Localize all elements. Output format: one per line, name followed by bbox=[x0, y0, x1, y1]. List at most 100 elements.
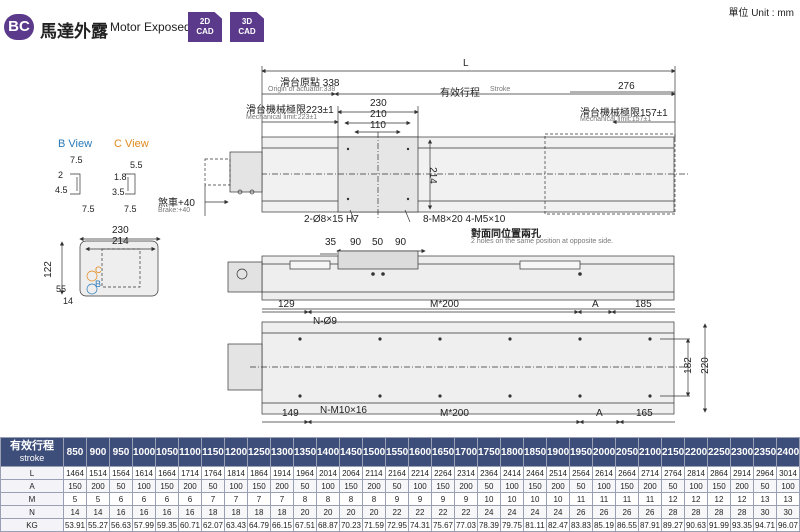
stroke-corner-en: stroke bbox=[19, 453, 45, 463]
cad-2d-download-button[interactable]: 2D CAD bbox=[188, 12, 222, 42]
end-view-dim-14: 14 bbox=[63, 296, 74, 306]
actuator-body-bottom bbox=[261, 321, 675, 415]
stroke-header-cell: 2300 bbox=[730, 437, 754, 467]
table-cell: 20 bbox=[339, 505, 363, 519]
table-cell: 14 bbox=[63, 505, 87, 519]
table-cell: 150 bbox=[707, 479, 731, 493]
table-cell: 2364 bbox=[477, 466, 501, 480]
stroke-header-cell: 1300 bbox=[270, 437, 294, 467]
stroke-corner-zh: 有效行程 bbox=[10, 440, 54, 452]
motor-top bbox=[229, 151, 263, 193]
stroke-header-cell: 2250 bbox=[707, 437, 731, 467]
table-cell: 11 bbox=[569, 492, 593, 506]
dim-label-m200-top: M*200 bbox=[430, 299, 459, 310]
dim-label-m200-bottom: M*200 bbox=[440, 408, 469, 419]
stroke-header-cell: 1000 bbox=[132, 437, 156, 467]
actuator-body-side bbox=[261, 255, 675, 301]
table-cell: 200 bbox=[730, 479, 754, 493]
table-cell: 150 bbox=[339, 479, 363, 493]
table-cell: 2314 bbox=[454, 466, 478, 480]
table-cell: 200 bbox=[270, 479, 294, 493]
stroke-header-cell: 1250 bbox=[247, 437, 271, 467]
stroke-header-cell: 2000 bbox=[592, 437, 616, 467]
table-cell: 28 bbox=[684, 505, 708, 519]
table-cell: 1864 bbox=[247, 466, 271, 480]
table-cell: 200 bbox=[178, 479, 202, 493]
table-cell: 22 bbox=[431, 505, 455, 519]
stroke-header-cell: 1950 bbox=[569, 437, 593, 467]
dim-label-220: 220 bbox=[699, 357, 711, 374]
n-phi9-note: N-Ø9 bbox=[313, 316, 337, 327]
table-cell: 9 bbox=[454, 492, 478, 506]
cad-3d-download-button[interactable]: 3D CAD bbox=[230, 12, 264, 42]
cad-3d-label-top: 3D bbox=[241, 17, 253, 26]
table-cell: 12 bbox=[661, 492, 685, 506]
c-view-dim-5-5: 5.5 bbox=[130, 160, 143, 170]
table-cell: 12 bbox=[730, 492, 754, 506]
stroke-header-cell: 1500 bbox=[362, 437, 386, 467]
table-cell: 50 bbox=[293, 479, 317, 493]
dim-label-90b: 90 bbox=[395, 237, 407, 248]
table-cell: 100 bbox=[776, 479, 800, 493]
table-cell: 24 bbox=[477, 505, 501, 519]
stroke-header-cell: 2150 bbox=[661, 437, 685, 467]
drawing-svg bbox=[59, 66, 708, 425]
stroke-header-cell: 1100 bbox=[178, 437, 202, 467]
dim-label-149: 149 bbox=[282, 408, 299, 419]
table-cell: 50 bbox=[109, 479, 133, 493]
dim-label-129: 129 bbox=[278, 299, 295, 310]
n-m10-note: N-M10×16 bbox=[320, 405, 367, 416]
table-cell: 5 bbox=[63, 492, 87, 506]
stroke-header-cell: 2200 bbox=[684, 437, 708, 467]
table-cell: 150 bbox=[247, 479, 271, 493]
table-cell: 50 bbox=[477, 479, 501, 493]
opposite-holes-zh: 對面同位置兩孔 bbox=[471, 229, 541, 240]
table-cell: 10 bbox=[523, 492, 547, 506]
table-cell: 50 bbox=[569, 479, 593, 493]
b-view-dim-4-5: 4.5 bbox=[55, 185, 68, 195]
table-cell: 28 bbox=[707, 505, 731, 519]
stroke-header-cell: 1750 bbox=[477, 437, 501, 467]
table-cell: 150 bbox=[615, 479, 639, 493]
table-cell: 20 bbox=[293, 505, 317, 519]
table-cell: 1914 bbox=[270, 466, 294, 480]
table-cell: 7 bbox=[270, 492, 294, 506]
table-cell: 7 bbox=[201, 492, 225, 506]
table-cell: 18 bbox=[270, 505, 294, 519]
c-view-dim-7-5: 7.5 bbox=[124, 204, 137, 214]
opposite-holes-en: 2 holes on the same position at opposite… bbox=[471, 238, 614, 245]
dim-label-a-top: A bbox=[592, 299, 599, 310]
end-view-dim-122: 122 bbox=[42, 261, 54, 278]
stroke-header-cell: 2400 bbox=[776, 437, 800, 467]
table-cell: 100 bbox=[132, 479, 156, 493]
table-cell: 100 bbox=[684, 479, 708, 493]
dim-label-l: L bbox=[463, 58, 469, 69]
table-cell: 50 bbox=[385, 479, 409, 493]
table-cell: 100 bbox=[500, 479, 524, 493]
mech-limit-right-zh: 滑台機械極限157±1 bbox=[580, 108, 668, 119]
table-cell: 18 bbox=[247, 505, 271, 519]
table-cell: 200 bbox=[362, 479, 386, 493]
table-cell: 2014 bbox=[316, 466, 340, 480]
table-cell: 9 bbox=[431, 492, 455, 506]
table-cell: 3014 bbox=[776, 466, 800, 480]
table-cell: 30 bbox=[776, 505, 800, 519]
table-cell: 8 bbox=[339, 492, 363, 506]
table-cell: 100 bbox=[224, 479, 248, 493]
table-cell: 6 bbox=[132, 492, 156, 506]
actuator-body-top bbox=[261, 136, 675, 213]
cad-2d-label-top: 2D bbox=[199, 17, 211, 26]
table-cell: 24 bbox=[500, 505, 524, 519]
brake-label-zh: 煞車+40 bbox=[158, 198, 195, 209]
table-cell: 6 bbox=[109, 492, 133, 506]
b-callout-marker: B bbox=[95, 279, 102, 289]
table-cell: 1714 bbox=[178, 466, 202, 480]
table-cell: 24 bbox=[546, 505, 570, 519]
page-title-en: Motor Exposed bbox=[110, 20, 191, 34]
table-cell: 12 bbox=[684, 492, 708, 506]
table-cell: 2564 bbox=[569, 466, 593, 480]
table-cell: 10 bbox=[500, 492, 524, 506]
table-cell: 26 bbox=[638, 505, 662, 519]
